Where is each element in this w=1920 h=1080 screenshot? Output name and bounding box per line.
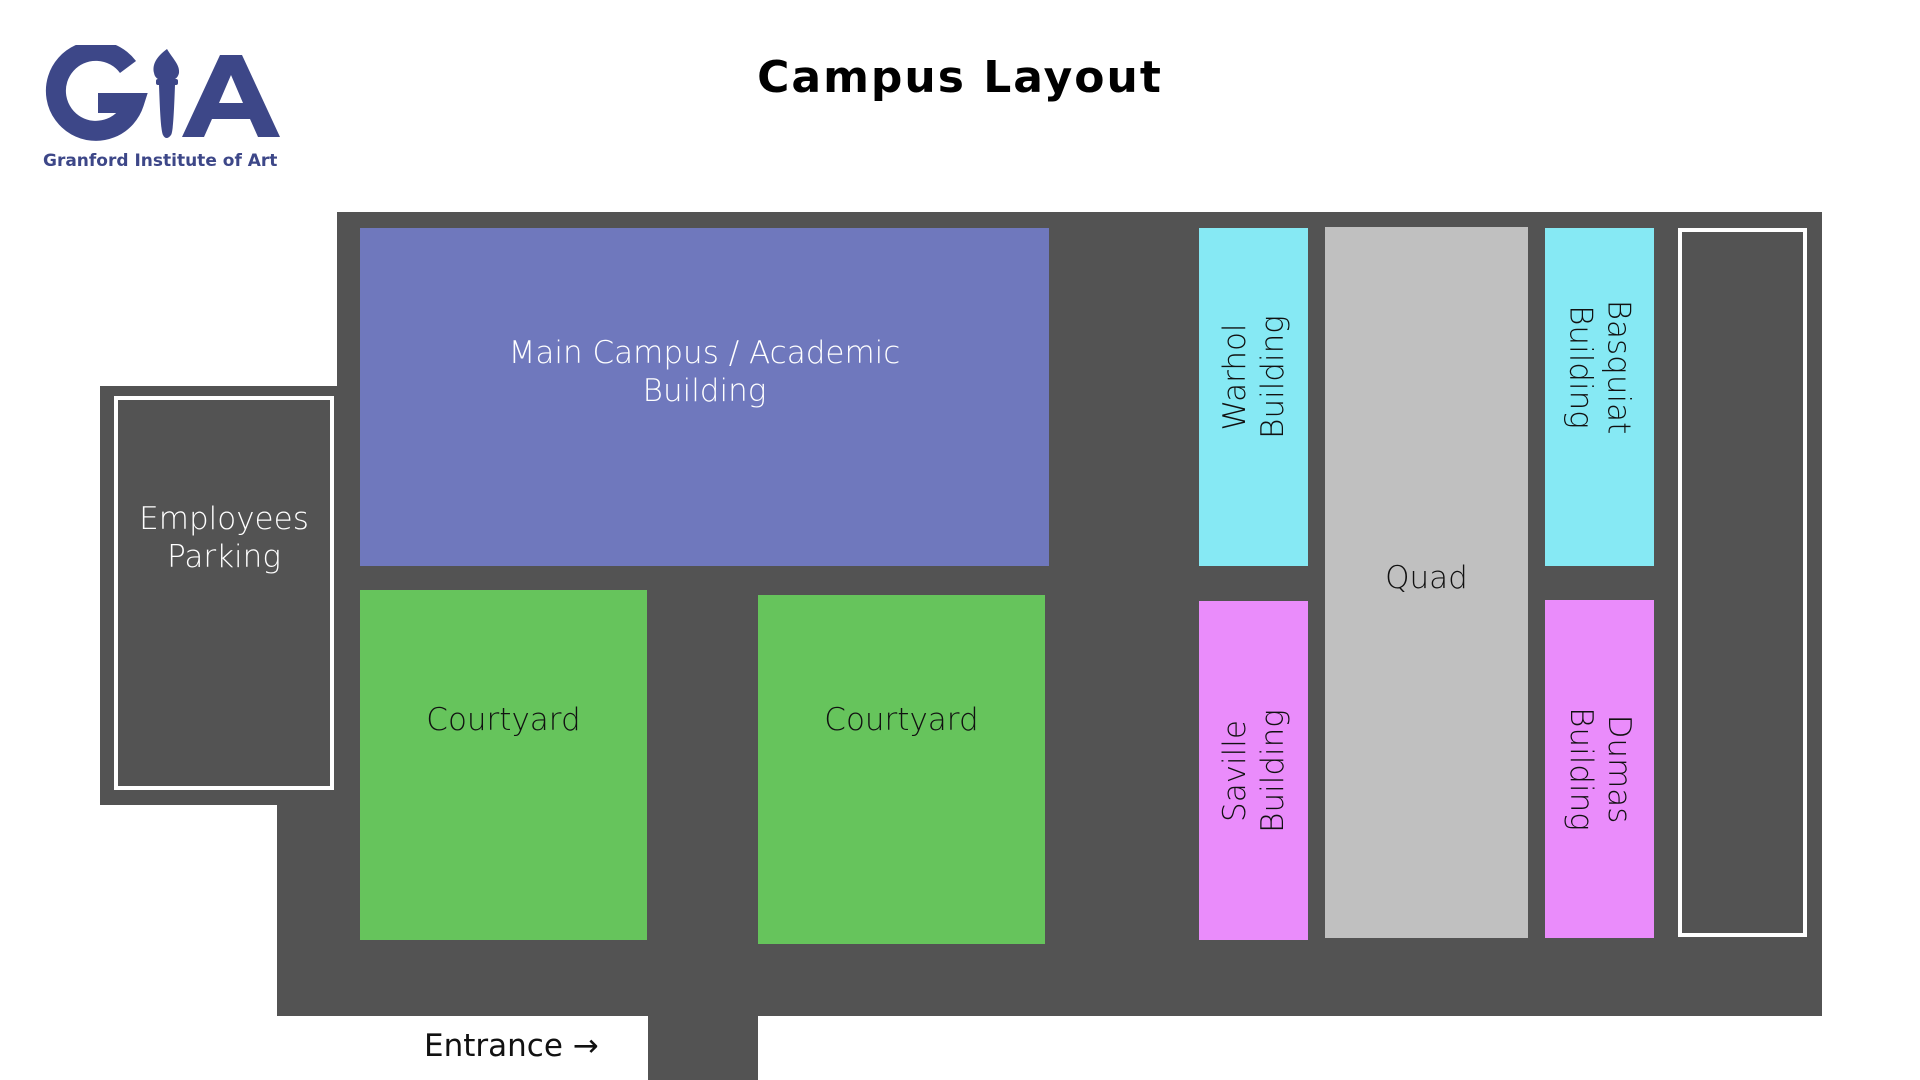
courtyard-left[interactable]: Courtyard xyxy=(360,590,647,940)
parking-lot xyxy=(100,386,339,805)
entrance-road xyxy=(648,1014,758,1080)
logo-letter-g xyxy=(45,40,148,141)
logo-subtitle: Granford Institute of Art xyxy=(43,151,278,171)
main-campus-building[interactable]: Main Campus / Academic Building xyxy=(360,228,1049,566)
employees-parking[interactable]: Employees Parking xyxy=(114,396,334,790)
saville-label: Saville Building xyxy=(1216,708,1291,833)
warhol-label: Warhol Building xyxy=(1216,315,1291,439)
courtyard-right[interactable]: Courtyard xyxy=(758,595,1045,944)
employees-parking-label: Employees Parking xyxy=(139,501,309,575)
logo-letter-a xyxy=(182,55,280,137)
east-parking-lot[interactable] xyxy=(1678,228,1807,937)
gia-logo-mark xyxy=(45,40,280,141)
warhol-building[interactable]: Warhol Building xyxy=(1199,228,1308,566)
entrance-label: Entrance → xyxy=(424,1028,599,1064)
page-title: Campus Layout xyxy=(757,52,1163,103)
quad[interactable]: Quad xyxy=(1325,227,1528,938)
dumas-building[interactable]: Dumas Building xyxy=(1545,600,1654,938)
paintbrush-icon xyxy=(153,49,180,138)
basquiat-label: Basquiat Building xyxy=(1562,299,1637,435)
gia-logo: Granford Institute of Art xyxy=(40,40,290,175)
quad-label: Quad xyxy=(1385,559,1468,596)
dumas-label: Dumas Building xyxy=(1562,707,1637,831)
courtyard-right-label: Courtyard xyxy=(824,701,979,738)
main-campus-label: Main Campus / Academic Building xyxy=(508,335,901,409)
courtyard-left-label: Courtyard xyxy=(426,702,581,738)
basquiat-building[interactable]: Basquiat Building xyxy=(1545,228,1654,566)
saville-building[interactable]: Saville Building xyxy=(1199,601,1308,940)
